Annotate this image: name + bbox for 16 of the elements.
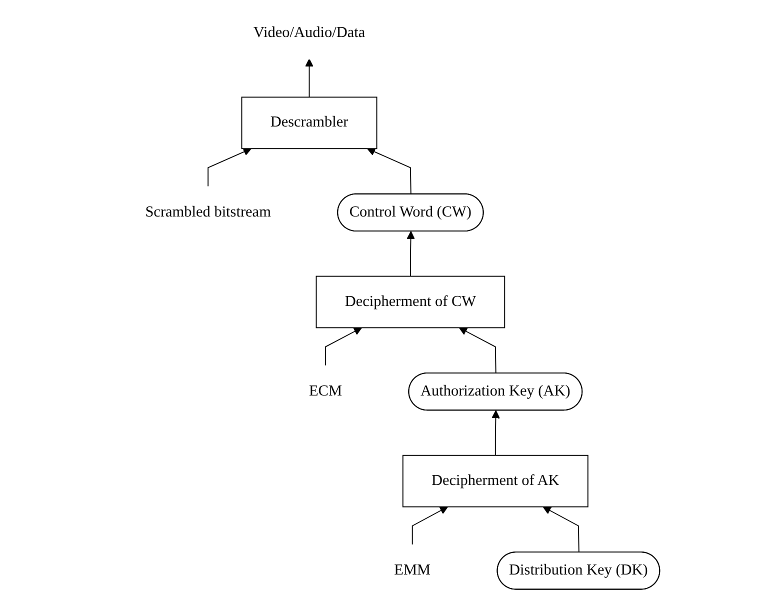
node-box: Descrambler (242, 96, 378, 150)
arrow (543, 506, 580, 554)
arrow (325, 327, 362, 366)
node-text: Scrambled bitstream (146, 204, 272, 220)
arrow (412, 506, 448, 546)
arrow (406, 231, 416, 277)
arrow (367, 148, 412, 195)
node-box: Decipherment of AK (402, 454, 589, 508)
arrow (492, 410, 500, 456)
arrow (208, 148, 252, 188)
arrow (305, 58, 314, 98)
node-text: ECM (309, 382, 342, 400)
arrow (459, 327, 497, 374)
node-text: Video/Audio/Data (254, 24, 366, 41)
node-text: EMM (394, 562, 431, 578)
node-box: Decipherment of CW (316, 276, 506, 328)
